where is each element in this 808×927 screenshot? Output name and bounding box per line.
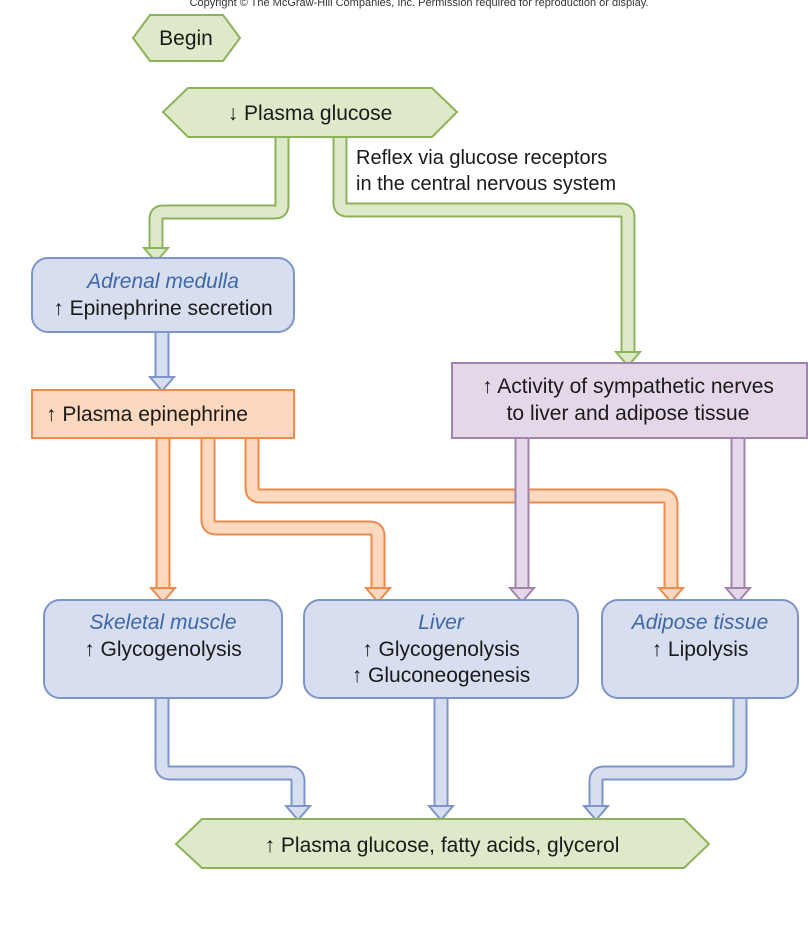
plasma-glucose-node: ↓ Plasma glucose: [161, 87, 459, 138]
plasma-epinephrine-label: ↑ Plasma epinephrine: [46, 403, 248, 426]
outcome-node: ↑ Plasma glucose, fatty acids, glycerol: [174, 818, 711, 869]
copyright-notice: Copyright © The McGraw-Hill Companies, I…: [190, 0, 649, 9]
liver-node: Liver ↑ Glycogenolysis ↑ Gluconeogenesis: [303, 599, 579, 699]
plasma-epinephrine-node: ↑ Plasma epinephrine: [31, 389, 295, 439]
arrow-epinephrine-to-liver: [200, 438, 393, 604]
begin-node: Begin: [131, 14, 242, 62]
reflex-note-line1: Reflex via glucose receptors: [356, 147, 607, 169]
adrenal-medulla-effect: ↑ Epinephrine secretion: [53, 297, 272, 320]
skeletal-muscle-effect: ↑ Glycogenolysis: [84, 638, 242, 661]
arrow-sympathetic-to-liver: [507, 438, 537, 604]
begin-label: Begin: [159, 27, 213, 50]
adipose-tissue-node: Adipose tissue ↑ Lipolysis: [601, 599, 799, 699]
adrenal-medulla-node: Adrenal medulla ↑ Epinephrine secretion: [31, 257, 295, 333]
adrenal-medulla-title: Adrenal medulla: [85, 270, 239, 293]
arrow-sympathetic-to-adipose: [723, 438, 753, 604]
arrow-muscle-to-outcome: [154, 698, 313, 822]
adipose-tissue-title: Adipose tissue: [630, 611, 769, 634]
sympathetic-line1: ↑ Activity of sympathetic nerves: [482, 375, 774, 398]
arrows: [141, 137, 753, 822]
reflex-note: Reflex via glucose receptors in the cent…: [356, 147, 616, 195]
outcome-label: ↑ Plasma glucose, fatty acids, glycerol: [265, 834, 620, 857]
arrow-epinephrine-to-muscle: [148, 438, 178, 604]
sympathetic-nerves-node: ↑ Activity of sympathetic nerves to live…: [451, 362, 808, 439]
liver-title: Liver: [418, 611, 465, 634]
arrow-liver-to-outcome: [426, 698, 456, 822]
plasma-glucose-label: ↓ Plasma glucose: [228, 102, 393, 125]
arrow-adrenal-to-epinephrine: [147, 332, 177, 393]
skeletal-muscle-node: Skeletal muscle ↑ Glycogenolysis: [43, 599, 283, 699]
arrow-glucose-to-adrenal: [141, 137, 290, 264]
liver-effect-glycogenolysis: ↑ Glycogenolysis: [362, 638, 520, 661]
arrow-glucose-to-sympathetic: [332, 137, 643, 368]
sympathetic-line2: to liver and adipose tissue: [507, 402, 750, 425]
arrow-epinephrine-to-adipose: [244, 438, 686, 604]
skeletal-muscle-title: Skeletal muscle: [89, 611, 236, 634]
liver-effect-gluconeogenesis: ↑ Gluconeogenesis: [352, 664, 531, 687]
reflex-note-line2: in the central nervous system: [356, 173, 616, 195]
arrow-adipose-to-outcome: [581, 698, 748, 822]
adipose-tissue-effect: ↑ Lipolysis: [652, 638, 749, 661]
